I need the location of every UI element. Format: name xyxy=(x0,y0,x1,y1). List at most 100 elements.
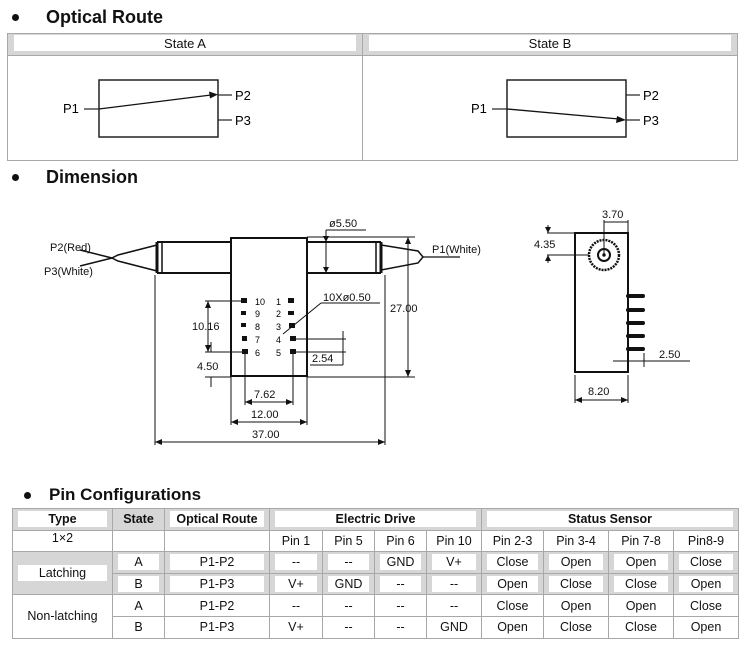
dimension-drawing: 10 9 8 7 6 1 2 3 4 5 P2(Red) P3(White) P… xyxy=(44,209,690,445)
cell-value: Close xyxy=(481,594,544,617)
cell-value: -- xyxy=(269,594,323,617)
tube-diameter-label: ø5.50 xyxy=(329,218,357,230)
pin-3 xyxy=(289,323,295,328)
cell-value: -- xyxy=(275,554,317,571)
pin-1 xyxy=(288,298,294,303)
cell-value: -- xyxy=(322,615,375,639)
cell-value: -- xyxy=(328,554,369,571)
switch-box xyxy=(506,79,627,138)
side-view xyxy=(547,220,690,403)
cell-value: -- xyxy=(380,576,421,593)
pin-header: Pin 10 xyxy=(426,529,482,553)
cell-value: -- xyxy=(432,576,476,593)
side-width-label: 8.20 xyxy=(588,386,609,398)
p3-label: P3 xyxy=(643,113,659,128)
cell-value: -- xyxy=(374,594,427,617)
bullet-icon xyxy=(12,174,19,181)
pin-arrows xyxy=(155,236,411,445)
pin-label: 1 xyxy=(276,297,281,307)
pin-6 xyxy=(242,349,248,354)
p3-fiber xyxy=(79,257,113,267)
p1-label: P1 xyxy=(471,101,487,116)
section-title-dimension: Dimension xyxy=(10,167,138,188)
cell-value: V+ xyxy=(275,576,317,593)
cell-value: Close xyxy=(679,554,733,571)
header-electric-drive: Electric Drive xyxy=(269,508,482,531)
height-label: 27.00 xyxy=(390,303,418,315)
main-body xyxy=(230,237,308,377)
pin-configuration-table: Type State Optical Route Electric Drive … xyxy=(12,508,739,639)
cell-value: V+ xyxy=(269,615,323,639)
pin-10 xyxy=(241,298,247,303)
cell-state: A xyxy=(112,594,165,617)
header-type: Type xyxy=(12,508,113,531)
cell-value: Open xyxy=(614,554,668,571)
pin-label: 4 xyxy=(276,335,281,345)
cell-value: Open xyxy=(487,576,538,593)
cell-value: Close xyxy=(673,594,739,617)
optical-route-table: State A State B P1 P2 P3 P1 P2 P3 xyxy=(7,33,738,161)
pin-header: Pin 5 xyxy=(322,529,375,553)
pin-span-label: 10.16 xyxy=(192,321,220,333)
pin-header: Pin 3-4 xyxy=(543,529,609,553)
cell-route: P1-P3 xyxy=(170,576,264,593)
cell-route: P1-P3 xyxy=(164,615,270,639)
side-pins xyxy=(626,294,645,351)
state-a-diagram: P1 P2 P3 xyxy=(63,79,251,138)
bullet-icon xyxy=(24,491,31,499)
header-optical-route: Optical Route xyxy=(164,508,270,531)
p2-label: P2 xyxy=(235,88,251,103)
pin-label: 3 xyxy=(276,322,281,332)
section-title-text: Pin Configurations xyxy=(49,485,202,504)
table-row: Non-latching A P1-P2 -- -- -- -- Close O… xyxy=(12,594,739,639)
pin-label: 8 xyxy=(255,322,260,332)
cell-type: Latching xyxy=(12,551,113,596)
pin-grid xyxy=(241,298,296,354)
pin-7 xyxy=(242,336,247,341)
route-arrowhead-icon xyxy=(209,91,218,99)
p2-fiber xyxy=(79,249,113,259)
table-subheader-row: 1×2 Pin 1 Pin 5 Pin 6 Pin 10 Pin 2-3 Pin… xyxy=(12,529,739,553)
cell-value: Close xyxy=(487,554,538,571)
switch-box xyxy=(98,79,219,138)
cell-value: GND xyxy=(328,576,369,593)
pin-header: Pin 2-3 xyxy=(481,529,544,553)
pin-header: Pin 6 xyxy=(374,529,427,553)
cell-value: -- xyxy=(374,615,427,639)
state-a-header: State A xyxy=(8,34,362,56)
table-row: Latching A P1-P2 -- -- GND V+ Close Open… xyxy=(12,551,739,596)
state-b-label: State B xyxy=(369,35,731,51)
cell-value: Close xyxy=(543,615,609,639)
pin-header: Pin 1 xyxy=(269,529,323,553)
pin-row-spacing-label: 7.62 xyxy=(254,389,275,401)
p3-fiber-label: P3(White) xyxy=(44,266,93,278)
p2-fiber-label: P2(Red) xyxy=(50,242,91,254)
right-boot xyxy=(380,244,424,271)
port-offset-y-label: 4.35 xyxy=(534,239,555,251)
pin-label: 2 xyxy=(276,309,281,319)
cell-value: Open xyxy=(679,576,733,593)
cell-route: P1-P2 xyxy=(170,554,264,571)
route-arrow-line xyxy=(98,94,212,110)
section-title-text: Optical Route xyxy=(46,7,164,27)
p2-label: P2 xyxy=(643,88,659,103)
pin-label: 5 xyxy=(276,348,281,358)
cell-state: B xyxy=(112,615,165,639)
column-divider xyxy=(362,34,363,160)
state-b-diagram: P1 P2 P3 xyxy=(471,79,659,138)
pin-label: 7 xyxy=(255,335,260,345)
table-row: B P1-P3 V+ GND -- -- Open Close Close Op… xyxy=(12,572,739,596)
left-boot xyxy=(110,244,158,272)
pin-offset-label: 4.50 xyxy=(197,361,218,373)
p1-fiber-label: P1(White) xyxy=(432,244,481,256)
cell-value: Open xyxy=(481,615,544,639)
table-header-row: Type State Optical Route Electric Drive … xyxy=(12,508,739,531)
header-status-sensor: Status Sensor xyxy=(481,508,739,531)
pin-5 xyxy=(290,349,296,354)
pin-label: 6 xyxy=(255,348,260,358)
cell-value: Close xyxy=(549,576,603,593)
pin-4 xyxy=(290,336,296,341)
cell-value: Close xyxy=(614,576,668,593)
section-title-text: Dimension xyxy=(46,167,139,187)
state-b-header: State B xyxy=(363,34,737,56)
